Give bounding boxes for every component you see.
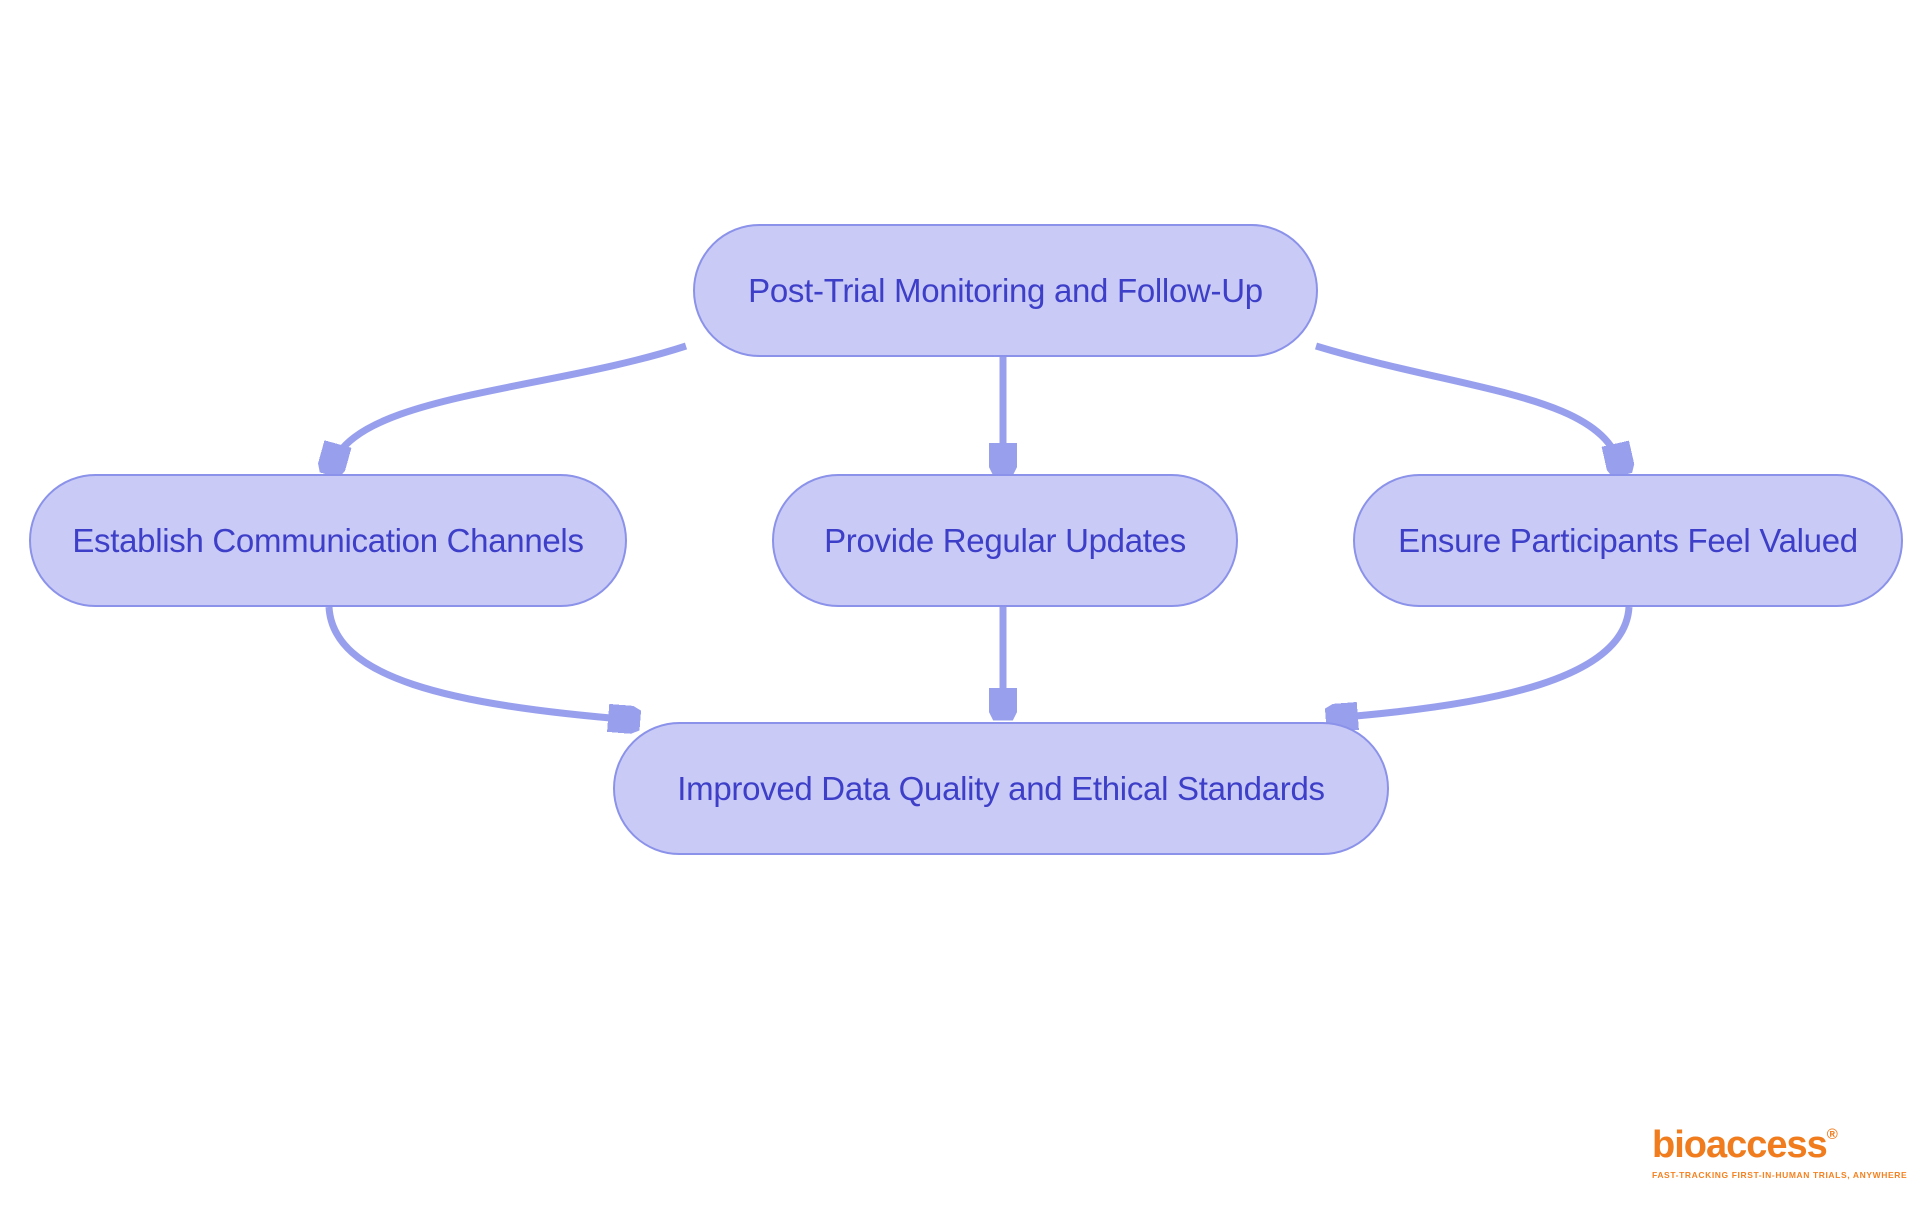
- edge-ensure-valued-to-improved-quality: [1332, 606, 1633, 718]
- node-improved-data-quality: Improved Data Quality and Ethical Standa…: [613, 722, 1389, 855]
- node-ensure-participants-valued: Ensure Participants Feel Valued: [1353, 474, 1903, 607]
- node-post-trial-monitoring-label: Post-Trial Monitoring and Follow-Up: [748, 271, 1263, 309]
- node-ensure-participants-valued-label: Ensure Participants Feel Valued: [1398, 521, 1858, 559]
- node-provide-regular-updates: Provide Regular Updates: [772, 474, 1238, 607]
- bioaccess-wordmark-text: bioaccess: [1652, 1124, 1828, 1166]
- bioaccess-logo: bioaccess® FAST-TRACKING FIRST-IN-HUMAN …: [1652, 1126, 1908, 1180]
- edge-post-trial-to-ensure-valued: [1314, 342, 1621, 469]
- registered-trademark-icon: ®: [1826, 1126, 1838, 1143]
- node-provide-regular-updates-label: Provide Regular Updates: [824, 521, 1186, 559]
- node-improved-data-quality-label: Improved Data Quality and Ethical Standa…: [677, 769, 1325, 807]
- edge-establish-communication-to-improved-quality: [325, 606, 634, 720]
- node-establish-communication: Establish Communication Channels: [29, 474, 627, 607]
- node-establish-communication-label: Establish Communication Channels: [72, 521, 584, 559]
- node-post-trial-monitoring: Post-Trial Monitoring and Follow-Up: [693, 224, 1318, 357]
- bioaccess-wordmark: bioaccess®: [1652, 1126, 1902, 1164]
- edge-post-trial-to-establish-communication: [331, 342, 688, 469]
- bioaccess-tagline: FAST-TRACKING FIRST-IN-HUMAN TRIALS, ANY…: [1652, 1170, 1908, 1180]
